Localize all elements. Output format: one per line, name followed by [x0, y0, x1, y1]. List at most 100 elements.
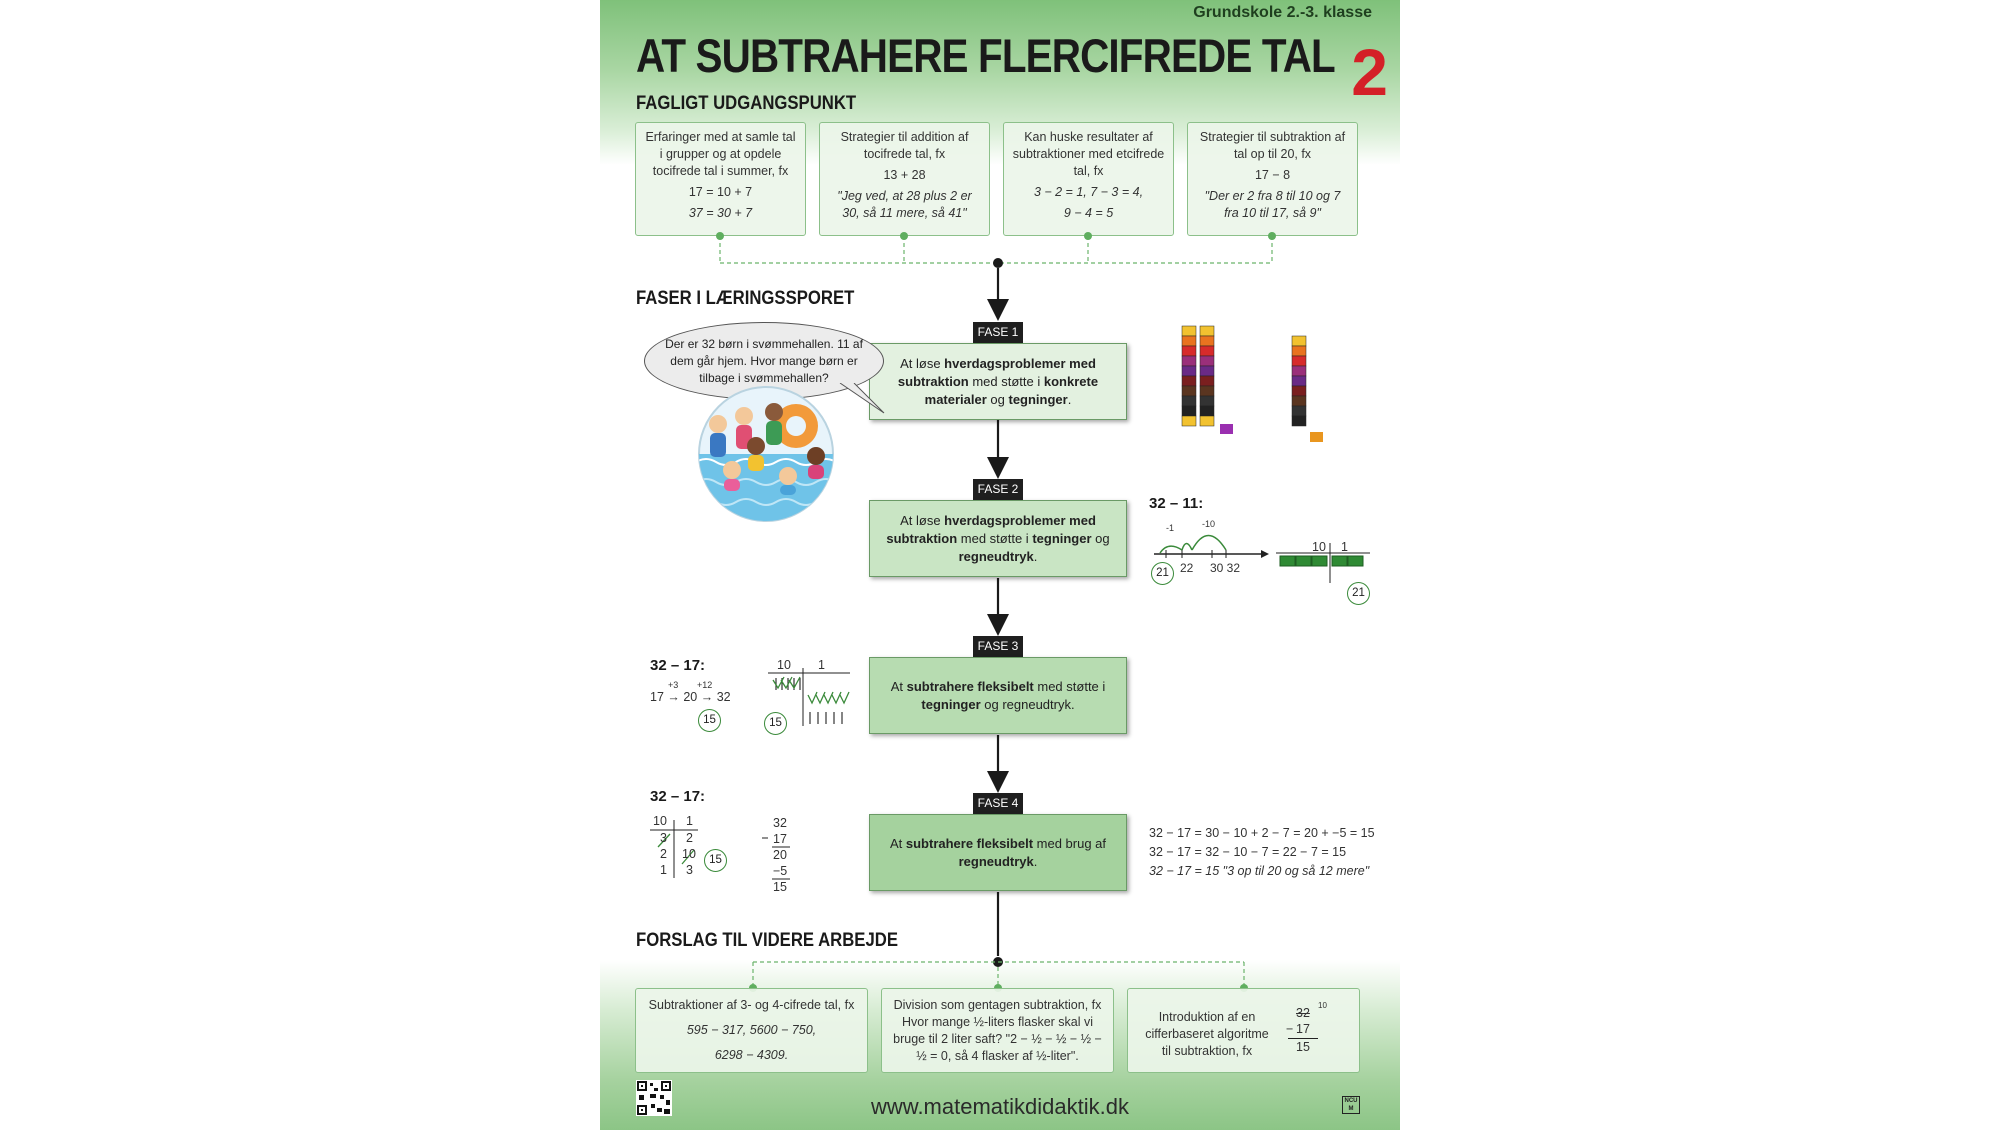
linking-cube [1291, 385, 1307, 397]
table-cell: 10 [682, 847, 696, 861]
algorithm-top: 32 [1296, 1006, 1310, 1020]
section-heading-phases: FASER I LÆRINGSSPORET [636, 288, 855, 309]
section-heading-start: FAGLIGT UDGANGSPUNKT [636, 93, 857, 114]
answer-circle: 21 [1151, 562, 1174, 585]
linking-cube [1199, 395, 1215, 407]
table-cell: 3 [660, 831, 667, 845]
linking-cube [1181, 395, 1197, 407]
website-link[interactable]: www.matematikdidaktik.dk [871, 1094, 1129, 1119]
linking-cube [1291, 365, 1307, 377]
algorithm-result: 15 [1296, 1040, 1310, 1054]
linking-cube [1199, 355, 1215, 367]
linking-cube [1220, 424, 1233, 434]
further-box-line: 6298 − 4309. [714, 1048, 789, 1062]
algorithm-rule [1288, 1038, 1318, 1039]
answer-value: 15 [698, 709, 721, 732]
level-number: 2 [1351, 35, 1388, 109]
answer-value: 21 [1151, 562, 1174, 585]
linking-cube [1181, 345, 1197, 357]
linking-cube [1199, 335, 1215, 347]
equation: 32 − 17 = 15 "3 op til 20 og så 12 mere" [1149, 864, 1370, 878]
linking-cube [1291, 355, 1307, 367]
column-rules [762, 837, 790, 880]
ones-label: 1 [1341, 540, 1348, 554]
start-box-4: Strategier til subtraktion af tal op til… [1187, 122, 1358, 236]
start-box-text: Strategier til subtraktion af tal op til… [1199, 130, 1346, 161]
step-label: +12 [697, 680, 713, 690]
phase3-example-title: 32 – 17: [650, 657, 706, 674]
phase-2-tag: FASE 2 [973, 479, 1023, 500]
linking-cube [1199, 325, 1215, 337]
column-value: −5 [773, 864, 788, 878]
start-box-text: Kan huske resultater af subtraktioner me… [1012, 130, 1165, 178]
phase-1-tag: FASE 1 [973, 322, 1023, 343]
speech-bubble-tail [839, 383, 885, 414]
linking-cube [1181, 325, 1197, 337]
jump-chain: 17 → 20 → 32 [650, 690, 731, 704]
linking-cube [1199, 385, 1215, 397]
linking-cube [1291, 405, 1307, 417]
further-box-2: Division som gentagen subtraktion, fx Hv… [881, 988, 1114, 1073]
answer-value: 21 [1347, 582, 1370, 605]
further-box-text: Introduktion af en cifferbaseret algorit… [1145, 1010, 1269, 1058]
start-box-line: 13 + 28 [883, 168, 926, 182]
start-box-line: 17 = 10 + 7 [688, 185, 753, 199]
start-box-3: Kan huske resultater af subtraktioner me… [1003, 122, 1174, 236]
answer-value: 15 [704, 849, 727, 872]
linking-cube [1291, 335, 1307, 347]
linking-cube [1181, 415, 1197, 427]
linking-cube [1199, 405, 1215, 417]
column-value: 17 [773, 832, 787, 846]
ncum-logo-icon: NCUM [1342, 1096, 1360, 1114]
linking-cube [1310, 432, 1323, 442]
phase-1-text: At løse hverdagsproblemer med subtraktio… [897, 355, 1099, 407]
linking-cube [1291, 415, 1307, 427]
start-box-2: Strategier til addition af tocifrede tal… [819, 122, 990, 236]
further-box-text: Division som gentagen subtraktion, fx Hv… [893, 998, 1102, 1063]
tick-label: 22 [1180, 561, 1194, 575]
phase-2-box: At løse hverdagsproblemer med subtraktio… [869, 500, 1127, 577]
place-value-table [650, 820, 698, 878]
children-swimming-illustration [698, 386, 834, 522]
linking-cube [1291, 395, 1307, 407]
page-title: AT SUBTRAHERE FLERCIFREDE TAL [636, 29, 1336, 82]
tens-label: 10 [1312, 540, 1326, 554]
linking-cube [1199, 375, 1215, 387]
linking-cube [1291, 375, 1307, 387]
answer-value: 15 [764, 712, 787, 735]
answer-circle: 15 [764, 712, 787, 735]
phase-4-text: At subtrahere fleksibelt med brug af reg… [889, 835, 1107, 869]
start-box-line: 17 − 8 [1254, 168, 1291, 182]
further-box-1: Subtraktioner af 3- og 4-cifrede tal, fx… [635, 988, 868, 1073]
linking-cube [1199, 415, 1215, 427]
table-cell: 1 [660, 863, 667, 877]
tens-label: 10 [653, 814, 667, 828]
ones-label: 1 [686, 814, 693, 828]
linking-cube [1181, 405, 1197, 417]
linking-cube [1181, 375, 1197, 387]
further-box-line: 595 − 317, 5600 − 750, [686, 1023, 817, 1037]
start-box-line: "Jeg ved, at 28 plus 2 er 30, så 11 mere… [837, 189, 972, 220]
linking-cube [1181, 365, 1197, 377]
start-box-line: 3 − 2 = 1, 7 − 3 = 4, [1033, 185, 1144, 199]
jump-label: -10 [1202, 519, 1216, 529]
equation: 32 − 17 = 32 − 10 − 7 = 22 − 7 = 15 [1149, 845, 1347, 859]
further-box-3: Introduktion af en cifferbaseret algorit… [1127, 988, 1360, 1073]
step-label: +3 [668, 680, 679, 690]
start-box-text: Strategier til addition af tocifrede tal… [840, 130, 969, 161]
start-box-line: 37 = 30 + 7 [688, 206, 753, 220]
start-box-1: Erfaringer med at samle tal i grupper og… [635, 122, 806, 236]
phase2-example-title: 32 – 11: [1149, 495, 1204, 512]
phase-4-box: At subtrahere fleksibelt med brug af reg… [869, 814, 1127, 891]
phase-2-text: At løse hverdagsproblemer med subtraktio… [886, 512, 1110, 564]
linking-cubes-illustration [1181, 325, 1323, 442]
algorithm-carry: 10 [1318, 1001, 1327, 1010]
minus-sign: − [1286, 1022, 1294, 1036]
phase4-example-title: 32 – 17: [650, 788, 706, 805]
linking-cube [1181, 335, 1197, 347]
linking-cube [1291, 345, 1307, 357]
qr-code-icon [636, 1080, 672, 1116]
further-box-text: Subtraktioner af 3- og 4-cifrede tal, fx [648, 998, 855, 1012]
tally-diagram [768, 668, 850, 726]
phase-3-text: At subtrahere fleksibelt med støtte i te… [890, 678, 1106, 712]
